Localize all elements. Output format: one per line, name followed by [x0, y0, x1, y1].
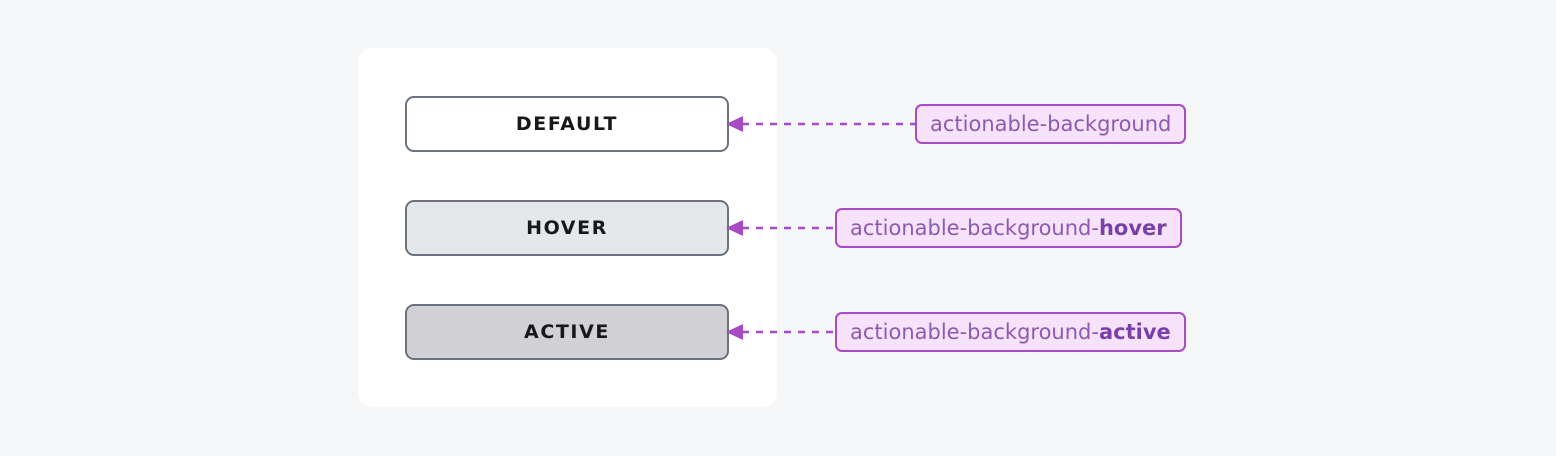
token-label-active: actionable-background-active	[835, 312, 1186, 352]
state-button-label: ACTIVE	[524, 321, 610, 343]
token-prefix: actionable-background-	[850, 320, 1099, 344]
token-label-default: actionable-background	[915, 104, 1187, 144]
token-label-hover: actionable-background-hover	[835, 208, 1182, 248]
token-prefix: actionable-background	[930, 112, 1172, 136]
state-button-hover[interactable]: HOVER	[405, 200, 729, 256]
token-suffix: active	[1098, 320, 1171, 344]
token-suffix: hover	[1098, 216, 1167, 240]
state-button-active[interactable]: ACTIVE	[405, 304, 729, 360]
token-prefix: actionable-background-	[850, 216, 1099, 240]
state-button-label: HOVER	[526, 217, 608, 239]
state-button-default[interactable]: DEFAULT	[405, 96, 729, 152]
state-button-label: DEFAULT	[515, 113, 619, 135]
